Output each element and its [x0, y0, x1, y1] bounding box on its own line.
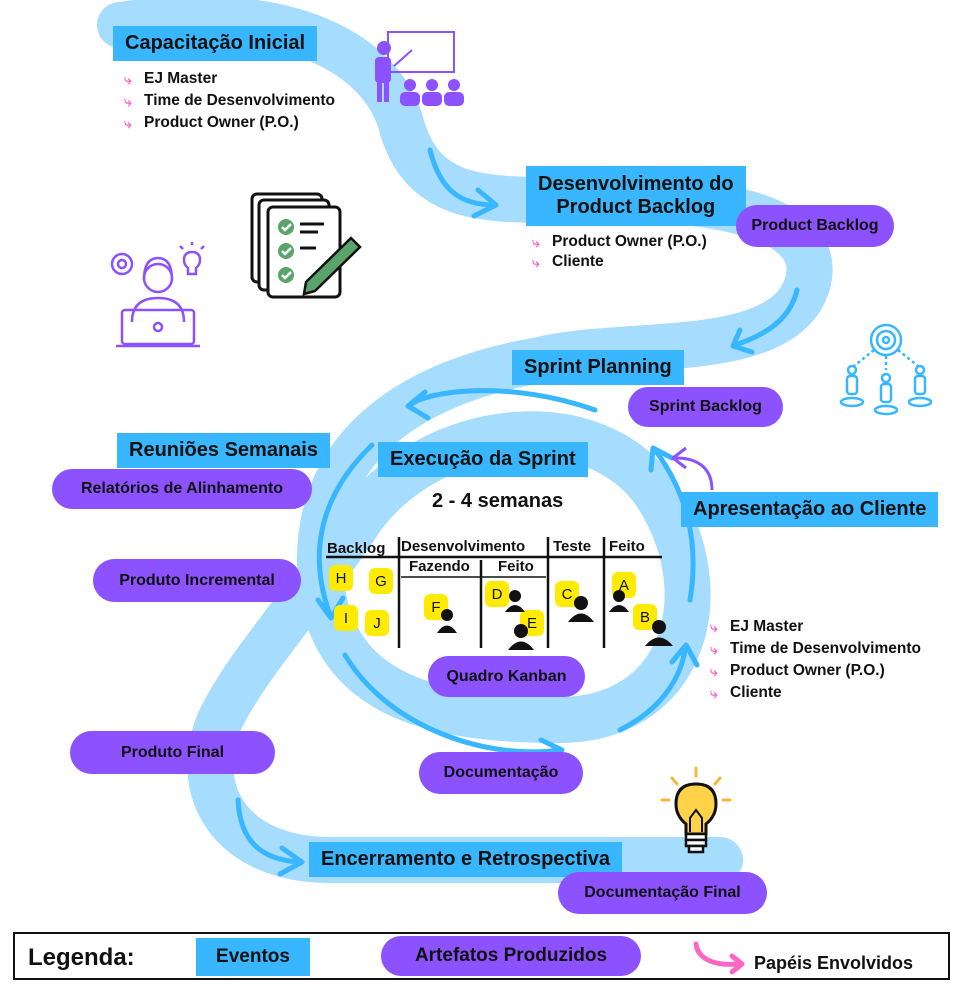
event-desenvolvimento-product-backlog: Desenvolvimento do Product Backlog — [526, 166, 746, 226]
kanban-card-j: J — [365, 610, 389, 636]
role-item: ⤷Cliente — [532, 253, 604, 270]
developer-icon — [110, 242, 205, 348]
flow-arrows — [235, 147, 800, 877]
legend-role-arrow-icon — [693, 941, 745, 975]
lightbulb-icon — [660, 766, 732, 854]
artifact-produto-incremental: Produto Incremental — [93, 559, 301, 602]
presentation-icon — [375, 31, 464, 106]
role-arrow-icon: ⤷ — [532, 254, 540, 270]
legend-artefatos: Artefatos Produzidos — [381, 936, 641, 976]
kanban-card-d: D — [485, 581, 509, 607]
kanban-card-g: G — [369, 568, 393, 594]
kanban-col-backlog: Backlog — [327, 540, 386, 557]
legend-papeis: Papéis Envolvidos — [754, 953, 914, 973]
person-icon — [568, 596, 594, 622]
artifact-product-backlog: Product Backlog — [736, 205, 894, 247]
person-icon — [609, 590, 629, 612]
roles-desenvolvimento: ⤷Product Owner (P.O.) ⤷Cliente — [532, 232, 707, 272]
role-arrow-icon: ⤷ — [532, 234, 540, 250]
artifact-produto-final: Produto Final — [70, 731, 275, 774]
role-item: ⤷Cliente — [710, 682, 921, 704]
person-icon — [508, 624, 534, 650]
role-arrow-icon: ⤷ — [124, 71, 132, 87]
roles-apresentacao: ⤷EJ Master ⤷Time de Desenvolvimento ⤷Pro… — [710, 616, 921, 704]
kanban-col-teste: Teste — [553, 538, 592, 555]
artifact-documentacao: Documentação — [419, 752, 583, 794]
return-arrow — [675, 456, 714, 491]
sprint-duration: 2 - 4 semanas — [432, 490, 564, 512]
role-item: ⤷Product Owner (P.O.) — [124, 112, 335, 134]
role-arrow-icon: ⤷ — [710, 641, 718, 657]
role-arrow-icon: ⤷ — [710, 619, 718, 635]
role-item: ⤷EJ Master — [124, 68, 335, 90]
event-encerramento-retrospectiva: Encerramento e Retrospectiva — [309, 842, 623, 877]
role-item: ⤷EJ Master — [710, 616, 921, 638]
role-arrow-icon: ⤷ — [710, 685, 718, 701]
role-item: ⤷Product Owner (P.O.) — [710, 660, 921, 682]
event-execucao-sprint: Execução da Sprint — [378, 442, 588, 477]
kanban-col-desenvolvimento: Desenvolvimento — [401, 538, 526, 555]
artifact-documentacao-final: Documentação Final — [558, 872, 767, 914]
kanban-sub-feito: Feito — [498, 558, 534, 575]
person-icon — [505, 590, 525, 612]
kanban-card-i: I — [334, 605, 358, 631]
person-icon — [645, 620, 673, 646]
kanban-sub-fazendo: Fazendo — [409, 558, 470, 575]
legend-title: Legenda: — [28, 944, 135, 971]
artifact-relatorios-alinhamento: Relatórios de Alinhamento — [52, 469, 312, 509]
kanban-col-feito: Feito — [609, 538, 645, 555]
kanban-card-h: H — [329, 565, 353, 591]
target-team-icon — [839, 323, 933, 416]
event-sprint-planning: Sprint Planning — [512, 350, 684, 385]
event-desenvolvimento-line2: Product Backlog — [556, 196, 716, 218]
event-desenvolvimento-line1: Desenvolvimento do — [538, 173, 734, 195]
event-apresentacao-cliente: Apresentação ao Cliente — [681, 492, 939, 527]
person-icon — [437, 609, 457, 633]
role-item: ⤷Time de Desenvolvimento — [124, 90, 335, 112]
checklist-icon — [250, 192, 362, 299]
event-reunioes-semanais: Reuniões Semanais — [117, 433, 330, 468]
legend-eventos: Eventos — [196, 938, 310, 976]
artifact-sprint-backlog: Sprint Backlog — [628, 387, 783, 427]
role-arrow-icon: ⤷ — [124, 93, 132, 109]
role-arrow-icon: ⤷ — [124, 115, 132, 131]
roles-capacitacao: ⤷EJ Master ⤷Time de Desenvolvimento ⤷Pro… — [124, 68, 335, 134]
artifact-quadro-kanban: Quadro Kanban — [428, 656, 585, 697]
role-item: ⤷Product Owner (P.O.) — [532, 233, 707, 250]
role-arrow-icon: ⤷ — [710, 663, 718, 679]
role-item: ⤷Time de Desenvolvimento — [710, 638, 921, 660]
event-capacitacao-inicial: Capacitação Inicial — [113, 26, 318, 61]
legend-box — [13, 932, 950, 980]
